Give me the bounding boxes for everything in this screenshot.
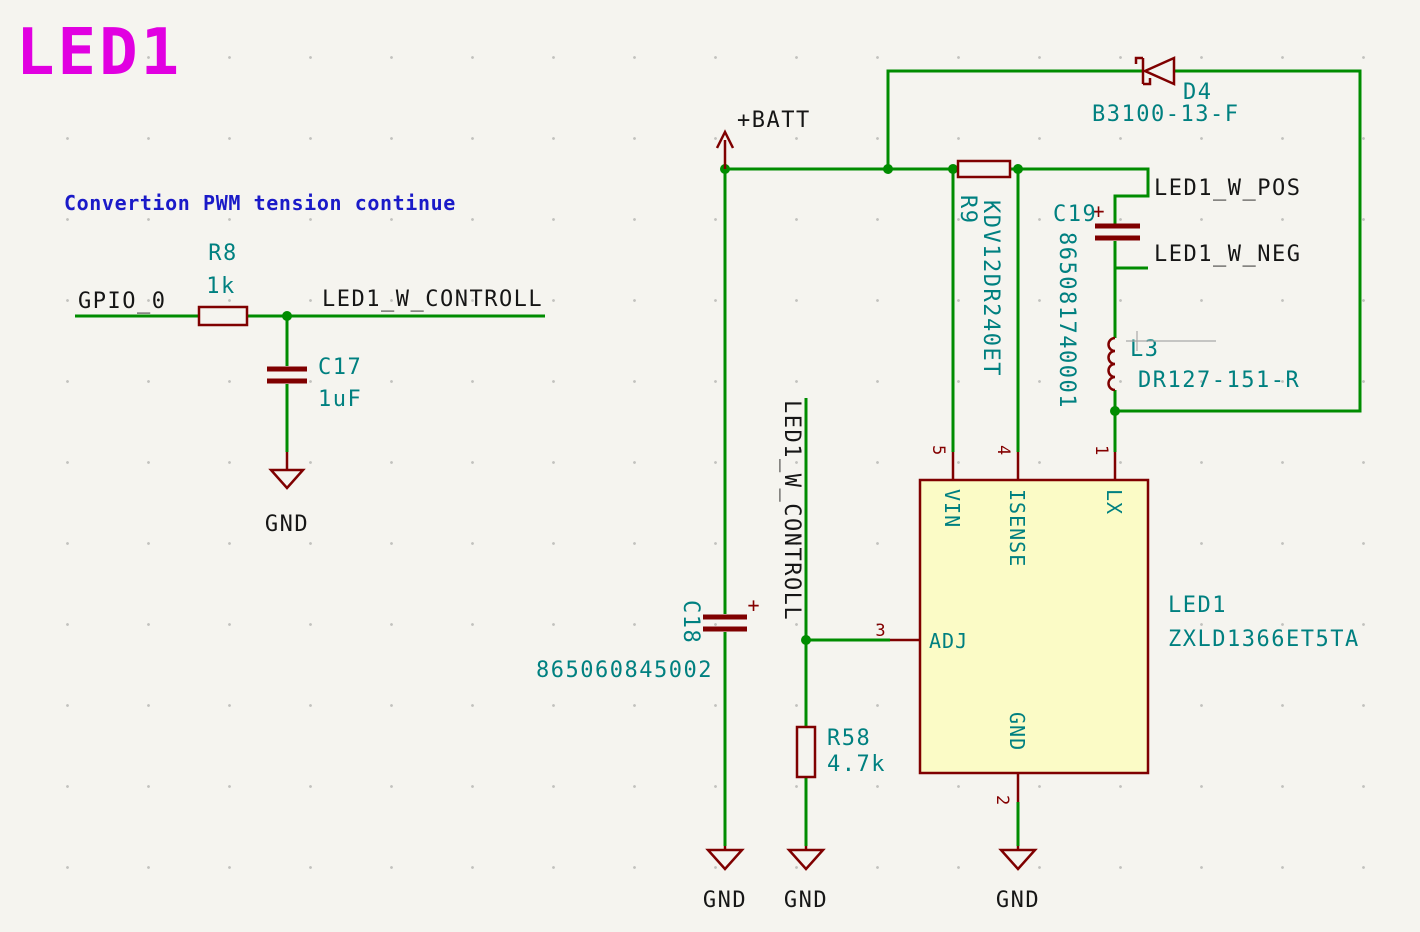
d4-ref[interactable]: D4 (1183, 80, 1213, 105)
gnd-symbol-c18[interactable]: GND (703, 846, 747, 913)
net-label-gpio0[interactable]: GPIO_0 (78, 289, 166, 314)
ic-led1-zxld1366[interactable]: 5 4 1 2 3 VIN ISENSE LX GND ADJ LED1 ZXL… (875, 445, 1359, 806)
diode-triangle (1141, 56, 1176, 86)
resistor-body (795, 725, 817, 779)
resistor-r58[interactable]: R58 4.7k (795, 725, 886, 779)
ic-body (918, 478, 1150, 775)
wires (75, 69, 1362, 846)
gnd-symbol-ic[interactable]: GND (996, 846, 1040, 913)
c17-value[interactable]: 1uF (318, 387, 362, 412)
pin-name-lx: LX (1102, 489, 1126, 515)
net-label-control[interactable]: LED1_W_CONTROLL (322, 287, 543, 312)
capacitor-c18[interactable]: + C18 865060845002 (536, 593, 761, 683)
batt-arrow-icon (715, 129, 735, 149)
cursor-crosshair (1126, 331, 1216, 351)
pin-number-3: 3 (875, 621, 886, 641)
gnd-label: GND (703, 888, 747, 913)
gnd-symbol-c17[interactable]: GND (265, 452, 309, 537)
gnd-label: GND (784, 888, 828, 913)
diode-schottky-hooks (1134, 56, 1152, 86)
batt-label: +BATT (737, 108, 811, 133)
l3-value[interactable]: DR127-151-R (1138, 368, 1300, 393)
junction-dot[interactable] (1110, 406, 1120, 416)
pin-number-4: 4 (993, 445, 1013, 456)
r9-value[interactable]: KDV12DR240ET (978, 200, 1003, 377)
junction-dot[interactable] (801, 635, 811, 645)
r58-ref[interactable]: R58 (827, 726, 871, 751)
c18-ref[interactable]: C18 (678, 600, 703, 644)
gnd-label: GND (265, 512, 309, 537)
gnd-triangle-icon (998, 848, 1038, 871)
pin-number-2: 2 (992, 795, 1012, 806)
pin-number-5: 5 (928, 445, 948, 456)
junction-dot[interactable] (883, 164, 893, 174)
r8-ref[interactable]: R8 (208, 241, 238, 266)
gnd-symbol-r58[interactable]: GND (784, 846, 828, 913)
resistor-r8[interactable]: R8 1k (197, 241, 249, 327)
inductor-coil (1107, 336, 1116, 392)
c18-value[interactable]: 865060845002 (536, 658, 713, 683)
wire[interactable] (1010, 167, 1150, 224)
gnd-triangle-icon (786, 848, 826, 871)
capacitor-c17[interactable]: C17 1uF (267, 355, 362, 412)
c19-ref[interactable]: C19 (1053, 202, 1097, 227)
resistor-r9[interactable]: R9 KDV12DR240ET (955, 159, 1012, 377)
sheet-title[interactable]: LED1 (16, 16, 182, 90)
pin-name-gnd: GND (1005, 712, 1029, 751)
net-label-led-neg[interactable]: LED1_W_NEG (1154, 242, 1301, 267)
net-label-control-vertical[interactable]: LED1_W_CONTROLL (779, 400, 804, 621)
gnd-triangle-icon (268, 468, 306, 490)
power-symbol-batt[interactable]: +BATT (715, 108, 811, 169)
junctions (282, 164, 1120, 645)
resistor-body (956, 159, 1012, 179)
pin-name-adj: ADJ (929, 629, 968, 653)
gnd-triangle-icon (705, 848, 745, 871)
pin-name-vin: VIN (940, 489, 964, 528)
wire[interactable] (1115, 69, 1362, 413)
junction-dot[interactable] (948, 164, 958, 174)
diode-d4[interactable]: D4 B3100-13-F (1092, 56, 1239, 127)
d4-value[interactable]: B3100-13-F (1092, 102, 1239, 127)
junction-dot[interactable] (1013, 164, 1023, 174)
u1-value[interactable]: ZXLD1366ET5TA (1168, 627, 1360, 652)
resistor-body (197, 305, 249, 327)
gnd-label: GND (996, 888, 1040, 913)
wire[interactable] (886, 69, 1143, 169)
pin-name-isense: ISENSE (1005, 489, 1029, 567)
junction-dot[interactable] (282, 311, 292, 321)
u1-ref[interactable]: LED1 (1168, 593, 1227, 618)
r58-value[interactable]: 4.7k (827, 752, 886, 777)
pin-number-1: 1 (1091, 445, 1111, 456)
c17-ref[interactable]: C17 (318, 355, 362, 380)
c19-value[interactable]: 865081740001 (1054, 232, 1079, 409)
c19-plus-icon: + (1092, 199, 1105, 223)
comment-text[interactable]: Convertion PWM tension continue (64, 191, 456, 215)
net-label-led-pos[interactable]: LED1_W_POS (1154, 176, 1301, 201)
r9-ref[interactable]: R9 (955, 195, 980, 225)
r8-value[interactable]: 1k (206, 274, 236, 299)
c18-plus-icon: + (747, 593, 760, 617)
capacitor-c19[interactable]: + C19 865081740001 (1053, 199, 1140, 409)
